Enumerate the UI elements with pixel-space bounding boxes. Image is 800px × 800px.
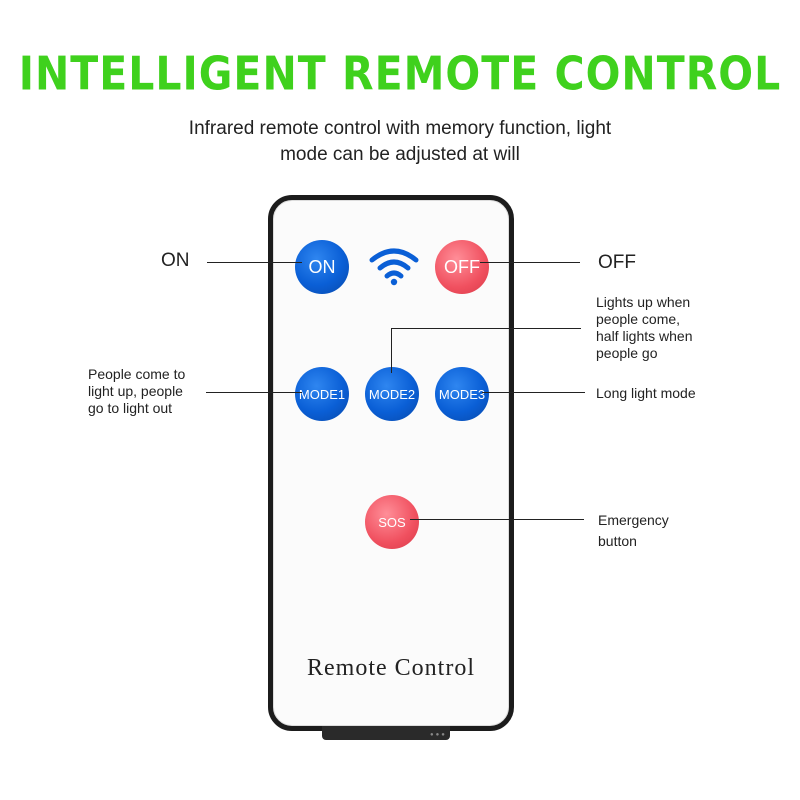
sos-button[interactable]: SOS — [365, 495, 419, 549]
mode1-annotation-line-1: People come to — [88, 366, 186, 382]
mode3-annotation: Long light mode — [596, 385, 696, 401]
mode2-annotation-line-1: Lights up when — [596, 294, 691, 310]
mode1-annotation: People come to light up, people go to li… — [88, 366, 185, 417]
mode3-callout-line — [482, 392, 585, 393]
mode2-button[interactable]: MODE2 — [365, 367, 419, 421]
sos-annotation-line-1: Emergency — [598, 512, 669, 528]
mode2-annotation: Lights up when people come, half lights … — [596, 294, 693, 362]
sos-callout-line — [410, 519, 584, 520]
mode1-callout-line — [206, 392, 302, 393]
remote-label: Remote Control — [307, 655, 475, 681]
off-button[interactable]: OFF — [435, 240, 489, 294]
page-title: INTELLIGENT REMOTE CONTROL — [18, 47, 782, 101]
remote-base-dots: ●●● — [430, 732, 447, 738]
mode2-callout-vertical — [391, 328, 392, 373]
mode1-annotation-line-3: go to light out — [88, 400, 173, 416]
off-callout-line — [480, 262, 580, 263]
subtitle-line-2: mode can be adjusted at will — [280, 144, 520, 165]
on-callout-line — [207, 262, 302, 263]
mode2-annotation-line-4: people go — [596, 345, 658, 361]
off-annotation: OFF — [598, 252, 636, 273]
on-annotation: ON — [161, 250, 190, 271]
sos-annotation: Emergency button — [598, 510, 669, 552]
on-button[interactable]: ON — [295, 240, 349, 294]
sos-annotation-line-2: button — [598, 533, 637, 549]
subtitle-line-1: Infrared remote control with memory func… — [188, 118, 612, 139]
wifi-signal-icon — [369, 248, 419, 286]
mode1-annotation-line-2: light up, people — [88, 383, 183, 399]
mode1-button[interactable]: MODE1 — [295, 367, 349, 421]
mode2-annotation-line-3: half lights when — [596, 328, 693, 344]
mode3-button[interactable]: MODE3 — [435, 367, 489, 421]
page-subtitle: Infrared remote control with memory func… — [120, 116, 680, 168]
remote-base — [322, 726, 450, 740]
mode2-annotation-line-2: people come, — [596, 311, 681, 327]
mode2-callout-line — [391, 328, 581, 329]
